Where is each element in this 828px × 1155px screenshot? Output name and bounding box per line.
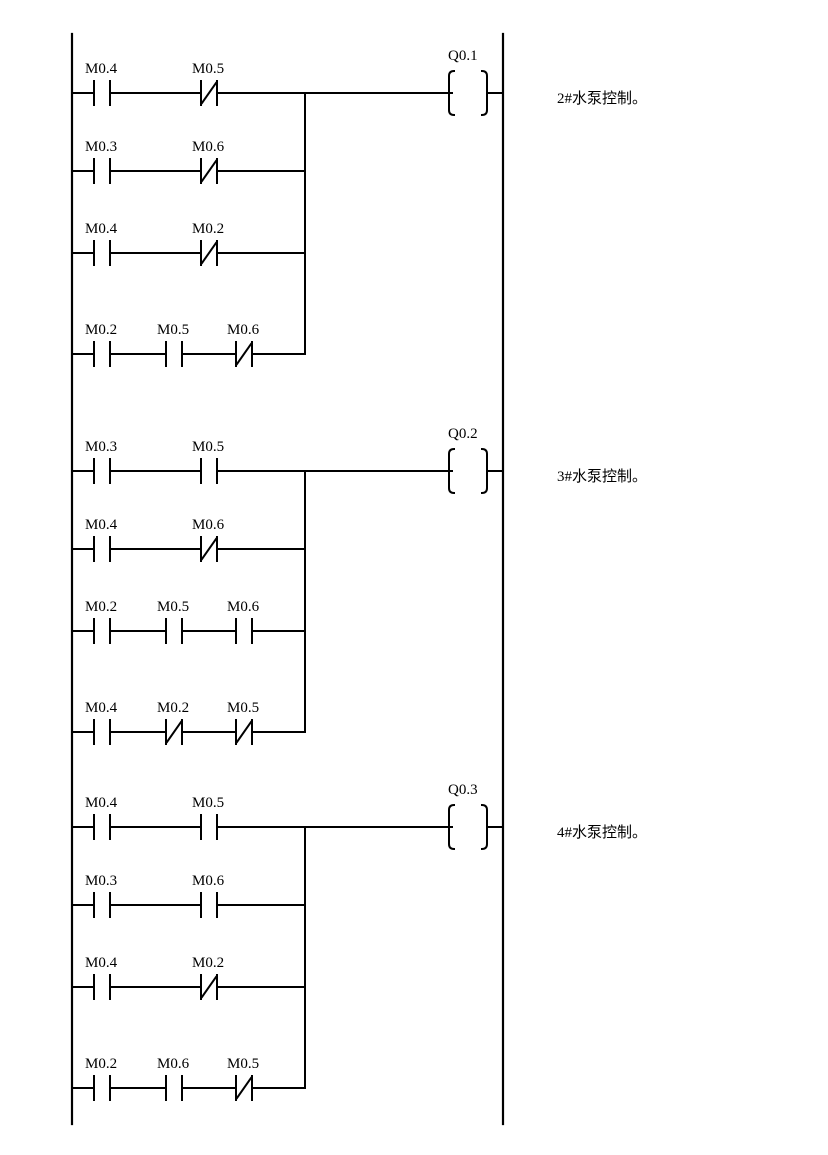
branch: M0.4 M0.2 (71, 955, 306, 1000)
branch: M0.3 M0.6 (71, 139, 306, 184)
contact-slash (235, 342, 253, 366)
output-coil: Q0.3 (448, 782, 488, 851)
branch: M0.4 M0.5 (71, 795, 306, 840)
contact-label: M0.5 (227, 700, 259, 716)
contact-slash (200, 81, 218, 105)
nc-contact: M0.6 (192, 517, 225, 562)
no-contact: M0.6 (227, 599, 260, 644)
rung-comment: 2#水泵控制。 (557, 90, 647, 107)
contact-label: M0.6 (227, 599, 260, 615)
no-contact: M0.3 (85, 873, 117, 918)
contact-label: M0.2 (85, 322, 117, 338)
nc-contact: M0.5 (227, 1056, 259, 1101)
contact-slash (200, 241, 218, 265)
nc-contact: M0.2 (157, 700, 189, 745)
rung-comment: 3#水泵控制。 (557, 468, 647, 485)
contact-slash (200, 159, 218, 183)
nc-contact: M0.5 (192, 61, 224, 106)
contact-label: M0.3 (85, 139, 117, 155)
nc-contact: M0.6 (192, 139, 225, 184)
contact-label: M0.5 (192, 439, 224, 455)
contact-slash (200, 975, 218, 999)
contact-label: M0.2 (192, 221, 224, 237)
contact-label: M0.2 (192, 955, 224, 971)
branch: M0.3 M0.6 (71, 873, 306, 918)
no-contact: M0.5 (157, 322, 189, 367)
output-coil: Q0.2 (448, 426, 488, 495)
contact-label: M0.5 (157, 322, 189, 338)
contact-label: M0.4 (85, 700, 118, 716)
contact-slash (200, 537, 218, 561)
coil-label: Q0.2 (448, 426, 478, 442)
branch: M0.4 M0.5 (71, 61, 306, 106)
no-contact: M0.5 (157, 599, 189, 644)
contact-label: M0.3 (85, 439, 117, 455)
coil-left-arc (448, 803, 456, 851)
no-contact: M0.5 (192, 439, 224, 484)
no-contact: M0.6 (192, 873, 225, 918)
branch: M0.3 M0.5 (71, 439, 306, 484)
rung-comment: 4#水泵控制。 (557, 824, 647, 841)
nc-contact: M0.6 (227, 322, 260, 367)
no-contact: M0.4 (85, 517, 118, 562)
no-contact: M0.2 (85, 599, 117, 644)
coil-left-arc (448, 447, 456, 495)
contact-slash (235, 1076, 253, 1100)
no-contact: M0.2 (85, 322, 117, 367)
coil-left-arc (448, 69, 456, 117)
nc-contact: M0.2 (192, 955, 224, 1000)
contact-label: M0.6 (192, 517, 225, 533)
nc-contact: M0.2 (192, 221, 224, 266)
no-contact: M0.4 (85, 795, 118, 840)
branch: M0.2 M0.6 M0.5 (71, 1056, 306, 1101)
contact-slash (235, 720, 253, 744)
branch: M0.4 M0.2 (71, 221, 306, 266)
no-contact: M0.4 (85, 61, 118, 106)
contact-label: M0.2 (157, 700, 189, 716)
contact-label: M0.3 (85, 873, 117, 889)
nc-contact: M0.5 (227, 700, 259, 745)
contact-label: M0.6 (192, 139, 225, 155)
contact-label: M0.6 (157, 1056, 190, 1072)
contact-label: M0.4 (85, 795, 118, 811)
coil-label: Q0.3 (448, 782, 478, 798)
contact-slash (165, 720, 183, 744)
contact-label: M0.2 (85, 599, 117, 615)
branch: M0.4 M0.6 (71, 517, 306, 562)
branch: M0.2 M0.5 M0.6 (71, 322, 306, 367)
contact-label: M0.4 (85, 955, 118, 971)
no-contact: M0.4 (85, 700, 118, 745)
contact-label: M0.5 (227, 1056, 259, 1072)
contact-label: M0.5 (192, 795, 224, 811)
contact-label: M0.4 (85, 61, 118, 77)
no-contact: M0.3 (85, 439, 117, 484)
branch: M0.4 M0.2 M0.5 (71, 700, 306, 745)
contact-label: M0.4 (85, 517, 118, 533)
no-contact: M0.2 (85, 1056, 117, 1101)
coil-label: Q0.1 (448, 48, 478, 64)
no-contact: M0.3 (85, 139, 117, 184)
output-coil: Q0.1 (448, 48, 488, 117)
no-contact: M0.6 (157, 1056, 190, 1101)
no-contact: M0.5 (192, 795, 224, 840)
contact-label: M0.6 (192, 873, 225, 889)
contact-label: M0.5 (192, 61, 224, 77)
no-contact: M0.4 (85, 221, 118, 266)
contact-label: M0.2 (85, 1056, 117, 1072)
contact-label: M0.5 (157, 599, 189, 615)
branch: M0.2 M0.5 M0.6 (71, 599, 306, 644)
contact-label: M0.6 (227, 322, 260, 338)
contact-label: M0.4 (85, 221, 118, 237)
no-contact: M0.4 (85, 955, 118, 1000)
